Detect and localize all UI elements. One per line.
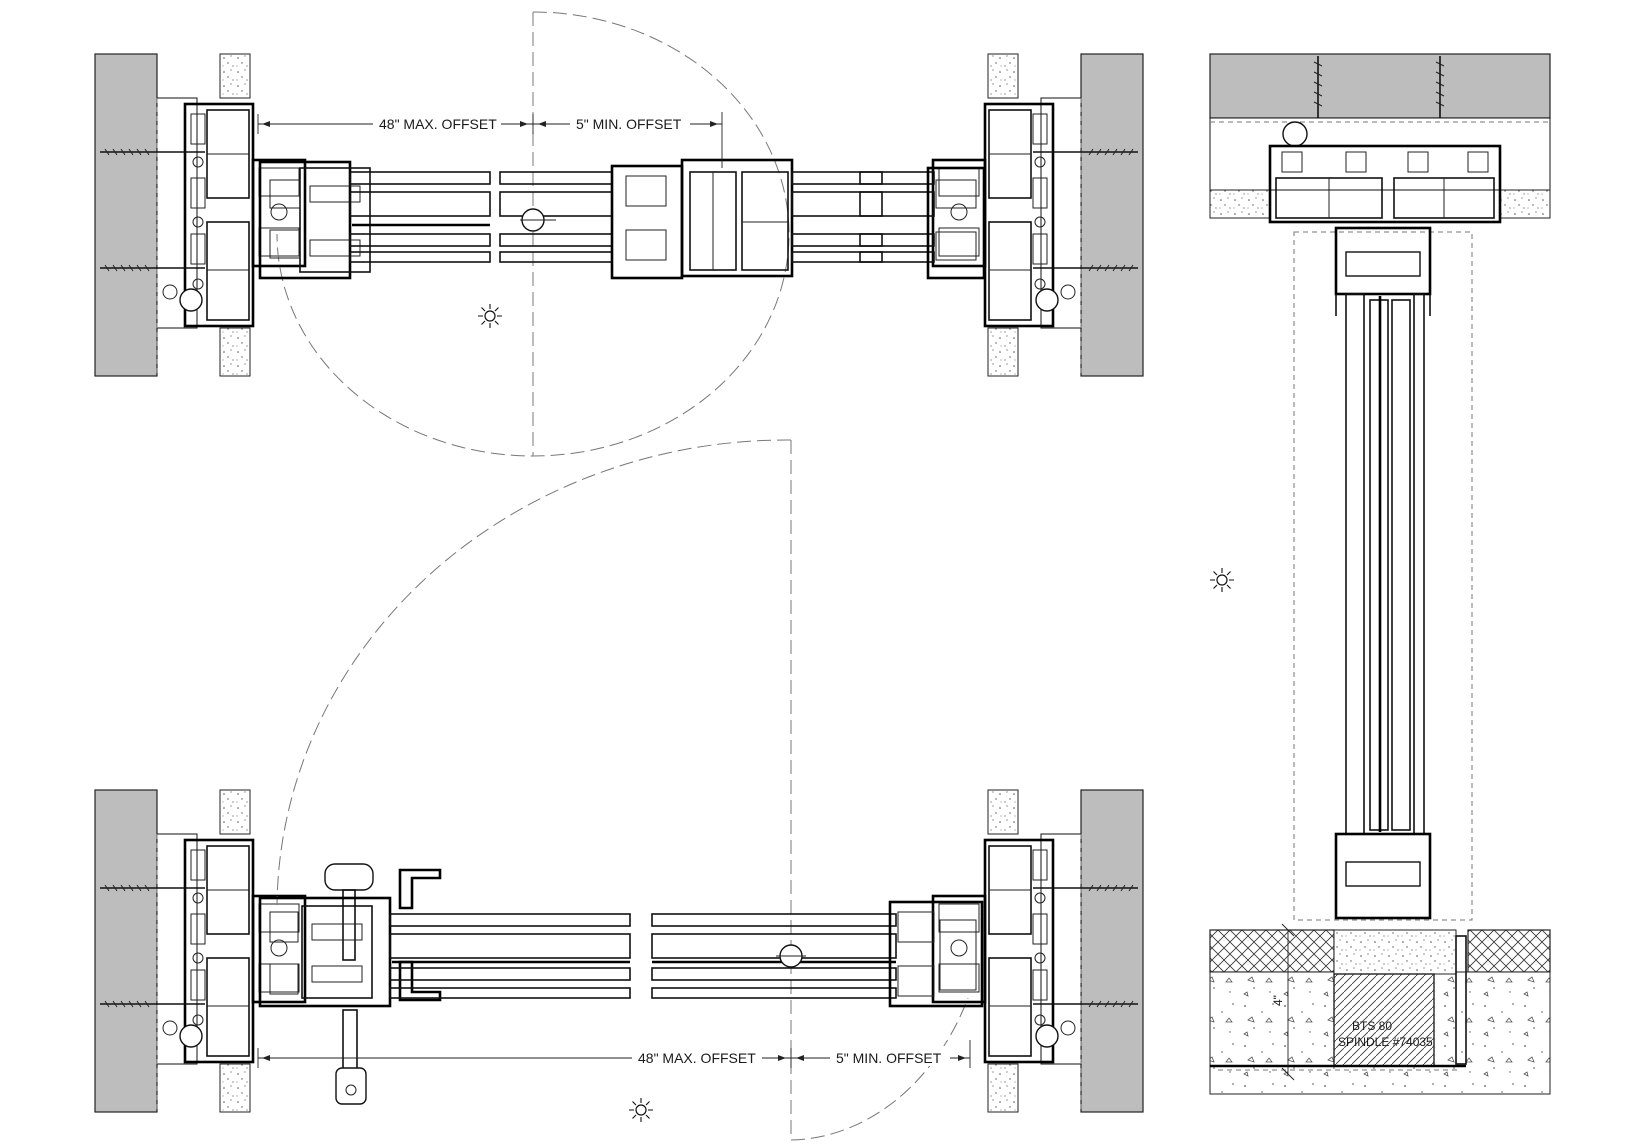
floor-finish-left [1209,929,1335,973]
bottom-plan-detail: 48" MAX. OFFSET 5" MIN. OFFSET [93,439,1145,1141]
ceiling-slab [1209,53,1551,119]
top-swing-arc [276,11,790,457]
closer-model-label: BTS 80 [1352,1019,1392,1033]
top-max-offset-label: 48" MAX. OFFSET [379,116,497,132]
bottom-max-offset-label: 48" MAX. OFFSET [638,1050,756,1066]
floor-closer-box [1333,973,1435,1067]
bottom-swing-arc [276,439,792,906]
spindle-label: SPINDLE #74035 [1338,1035,1433,1049]
section-detail: BTS 80 SPINDLE #74035 4" [1209,53,1551,1095]
floor-finish-right [1467,929,1551,973]
door-pull-handle-icon [324,863,374,891]
bottom-min-offset-label: 5" MIN. OFFSET [836,1050,942,1066]
bottom-sun-symbol-icon [628,1097,654,1123]
top-min-offset-label: 5" MIN. OFFSET [576,116,682,132]
top-plan-detail: 48" MAX. OFFSET 5" MIN. OFFSET [93,11,1145,457]
top-sun-symbol-icon [477,303,503,329]
depth-dim-label: 4" [1271,995,1285,1006]
section-sun-symbol-icon [1209,567,1235,593]
